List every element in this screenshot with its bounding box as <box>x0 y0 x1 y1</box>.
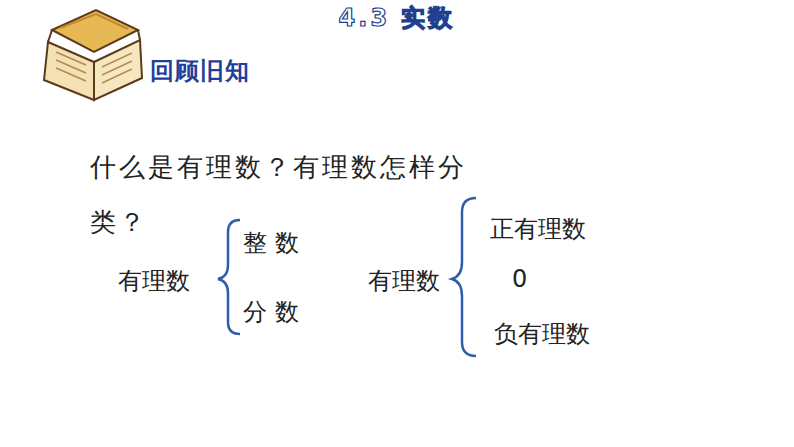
brace <box>218 220 240 334</box>
book-icon <box>44 10 142 100</box>
category-item: 分 数 <box>243 298 299 327</box>
section-heading: 回顾旧知 <box>150 57 250 86</box>
category-item: 负有理数 <box>494 320 590 349</box>
category-item: 0 <box>512 265 527 294</box>
category-label: 有理数 <box>118 267 190 296</box>
category-item: 整 数 <box>243 229 299 258</box>
category-label: 有理数 <box>368 267 440 296</box>
question-text: 什么是有理数？有理数怎样分类？ <box>90 140 510 249</box>
brace <box>452 198 476 356</box>
slide-title: 4.3 实数 <box>339 4 456 33</box>
category-item: 正有理数 <box>490 215 586 244</box>
